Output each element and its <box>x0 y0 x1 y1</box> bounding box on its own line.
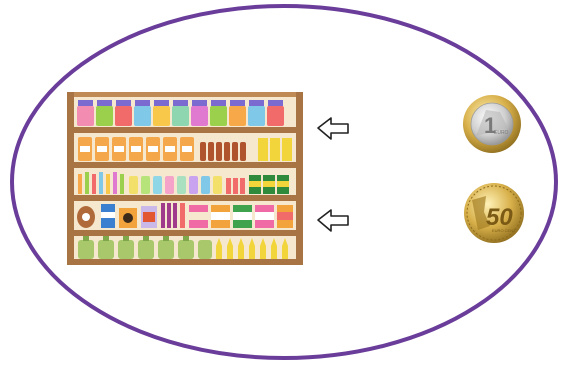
coin-unit-one: EURO <box>494 130 509 136</box>
one-euro-coin: 1 EURO <box>463 95 521 153</box>
arrow-left-icon <box>318 118 348 139</box>
coin-unit-fifty: EURO CENT <box>492 228 516 233</box>
arrow-left-icon <box>318 210 348 231</box>
store-shelf-icon <box>67 92 303 265</box>
fifty-cent-coin: 50 EURO CENT <box>464 183 524 243</box>
shelf-row-jars <box>77 100 284 126</box>
shelf-row-packages <box>77 203 293 228</box>
coin-value-fifty: 50 <box>486 204 513 231</box>
